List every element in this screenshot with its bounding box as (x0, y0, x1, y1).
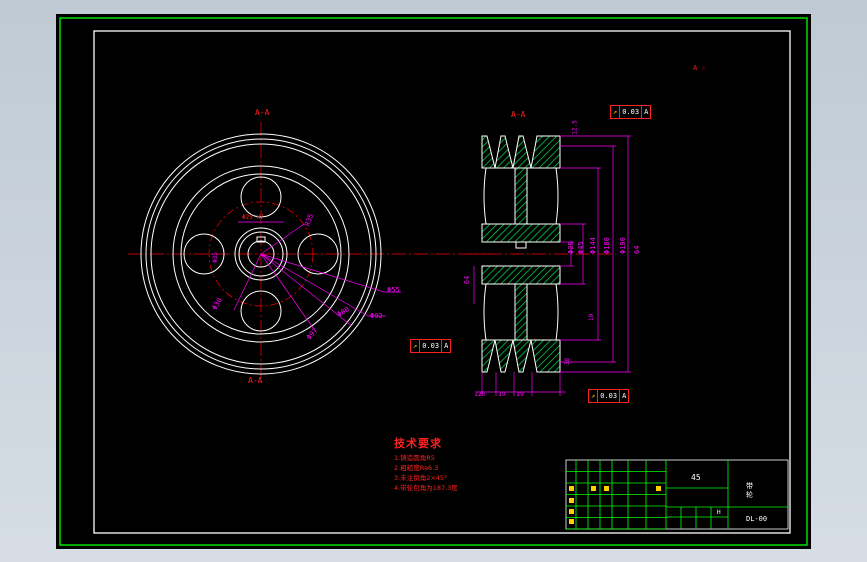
web-section-upper (514, 167, 528, 225)
section-outlines (482, 167, 560, 341)
section-view (466, 135, 631, 396)
drawing-sheet: A-A A-A Φ25 H7 R35 Φ55 Φ92 Φ80 Φ97 Φ30 Φ… (56, 14, 811, 549)
section-dimension-lines (473, 135, 631, 396)
bore-circle (247, 240, 275, 268)
title-block-mark (569, 519, 574, 524)
bolt-pitch-circle (208, 201, 314, 307)
outer-rim-circle-3 (150, 143, 372, 365)
outer-rim-circle (140, 133, 382, 375)
web-circle-inner (180, 173, 342, 335)
front-view (128, 122, 496, 386)
title-block-grid-left (566, 460, 666, 530)
title-block-mark (569, 509, 574, 514)
hub-circle (234, 227, 288, 281)
web-section-lower (514, 283, 528, 341)
web-hole-left (183, 233, 225, 275)
hub-section-lower (481, 265, 561, 285)
web-hole-top (240, 176, 282, 218)
title-block-marks (569, 486, 661, 524)
drawing-border (93, 30, 791, 534)
sheet-frame (59, 17, 808, 546)
drawing-canvas (59, 17, 808, 546)
web-hole-right (297, 233, 339, 275)
title-block-mark (656, 486, 661, 491)
hub-section-upper (481, 223, 561, 243)
title-block-mark (569, 486, 574, 491)
outer-rim-circle-2 (145, 138, 377, 370)
keyway (256, 236, 266, 243)
web-hole-bottom (240, 290, 282, 332)
title-block (565, 459, 789, 530)
title-block-mark (604, 486, 609, 491)
title-block-mark (591, 486, 596, 491)
rim-section-upper (481, 135, 561, 169)
rim-section-lower (481, 339, 561, 373)
title-block-mark (569, 498, 574, 503)
radius-leaders (233, 221, 401, 333)
hub-circle-2 (238, 231, 284, 277)
web-circle (172, 165, 350, 343)
